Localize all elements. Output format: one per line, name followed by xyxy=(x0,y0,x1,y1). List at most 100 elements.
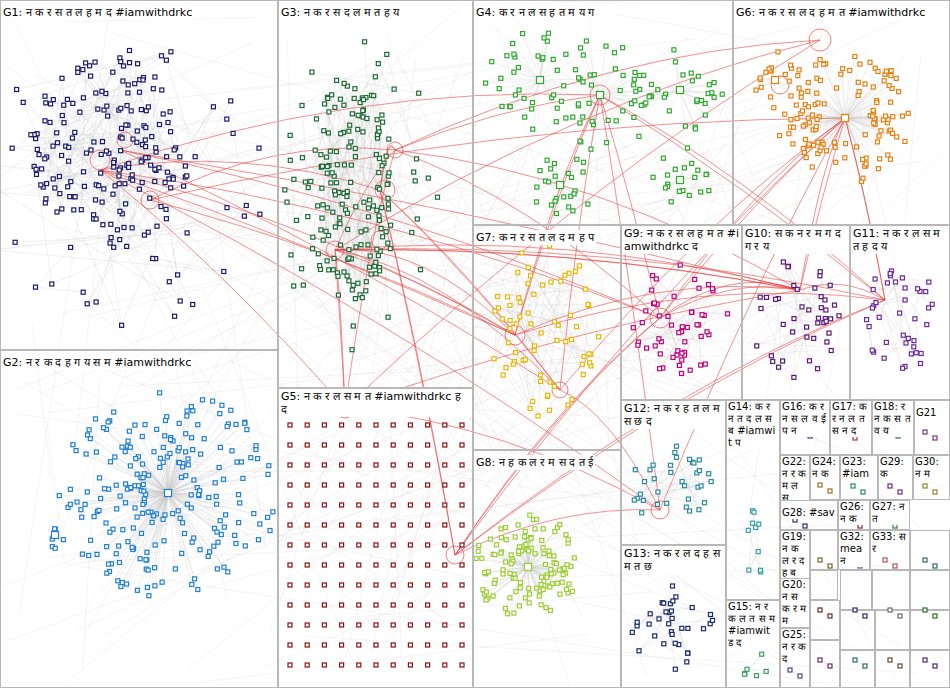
vertex xyxy=(128,49,132,53)
graph-edge xyxy=(335,250,515,335)
vertex xyxy=(359,230,363,234)
graph-edge xyxy=(312,72,419,93)
graph-edge xyxy=(510,80,540,107)
graph-edge xyxy=(614,14,836,55)
vertex xyxy=(342,270,346,274)
vertex xyxy=(37,153,41,157)
graph-edge xyxy=(352,206,373,350)
graph-edge xyxy=(380,190,455,555)
vertex xyxy=(384,230,388,234)
graph-edge xyxy=(395,150,800,290)
vertex xyxy=(165,155,169,159)
graph-edge xyxy=(62,116,132,175)
graph-edge xyxy=(89,493,168,555)
vertex xyxy=(364,289,368,293)
vertex xyxy=(133,82,137,86)
graph-edge xyxy=(639,624,669,651)
vertex xyxy=(345,211,349,215)
graph-edge xyxy=(528,532,555,567)
graph-edge xyxy=(0,162,141,192)
graph-edge xyxy=(845,78,896,118)
graph-edge xyxy=(168,426,227,493)
vertex xyxy=(122,64,126,68)
graph-edge xyxy=(600,76,640,95)
vertex xyxy=(51,177,55,181)
vertex xyxy=(43,119,47,123)
graph-edge xyxy=(2,267,831,587)
graph-edge xyxy=(597,105,746,533)
graph-edge xyxy=(168,440,171,493)
graph-edge xyxy=(845,118,866,158)
graph-edge xyxy=(153,89,155,259)
graph-edge xyxy=(637,498,689,511)
graph-edge xyxy=(455,318,660,555)
graph-edge xyxy=(68,355,839,668)
graph-edge xyxy=(710,151,806,430)
vertex xyxy=(79,208,83,212)
vertex xyxy=(185,231,189,235)
graph-edge xyxy=(378,64,428,179)
graph-edge xyxy=(498,296,535,345)
graph-edge xyxy=(168,493,195,579)
graph-edge xyxy=(345,408,660,510)
graph-edge xyxy=(125,349,857,386)
graph-edge xyxy=(528,567,566,589)
vertex xyxy=(57,175,61,179)
graph-edge xyxy=(302,158,428,178)
graph-edge xyxy=(68,493,168,507)
graph-edge xyxy=(364,15,824,622)
graph-edge xyxy=(344,83,355,156)
vertex xyxy=(117,182,121,186)
graph-edge xyxy=(96,93,146,128)
graph-edge xyxy=(168,447,220,493)
vertex xyxy=(332,256,336,260)
graph-edge xyxy=(540,80,573,117)
vertex xyxy=(104,149,108,153)
self-loop xyxy=(90,150,110,170)
graph-edge xyxy=(561,26,800,86)
vertex xyxy=(211,105,215,109)
vertex xyxy=(320,186,324,190)
vertex xyxy=(69,180,73,184)
graph-edge xyxy=(56,148,459,522)
graph-edge xyxy=(66,116,108,146)
vertex xyxy=(347,145,351,149)
graph-edge xyxy=(0,238,111,250)
graph-edge xyxy=(287,40,298,420)
graph-edge xyxy=(372,95,481,652)
graph-edge xyxy=(776,299,783,361)
graph-edge xyxy=(638,342,690,370)
graph-edge xyxy=(647,291,713,348)
graph-edge xyxy=(660,118,845,510)
graph-edge xyxy=(328,133,375,262)
vertex xyxy=(93,60,97,64)
graph-edge xyxy=(395,40,820,150)
vertex xyxy=(329,181,333,185)
vertex xyxy=(49,102,53,106)
graph-edge xyxy=(168,493,228,572)
vertex xyxy=(160,88,164,92)
graph-edge xyxy=(793,118,845,144)
graph-edge xyxy=(673,601,687,662)
vertex xyxy=(353,155,357,159)
graph-edge xyxy=(113,72,187,176)
graph-edge xyxy=(75,101,231,197)
vertex xyxy=(106,114,110,118)
graph-edge xyxy=(173,7,460,249)
vertex xyxy=(384,154,388,158)
graph-edge xyxy=(455,318,660,555)
graph-edge xyxy=(525,80,540,117)
graph-edge xyxy=(328,133,352,290)
vertex xyxy=(150,135,154,139)
graph-edge xyxy=(146,493,168,560)
graph-edge xyxy=(178,205,247,274)
graph-edge xyxy=(168,458,251,493)
vertex xyxy=(327,234,331,238)
vertex xyxy=(354,245,358,249)
vertex xyxy=(35,147,39,151)
graph-edge xyxy=(311,181,376,273)
graph-edge xyxy=(65,564,824,684)
graph-edge xyxy=(513,357,584,365)
vertex xyxy=(123,182,127,186)
graph-edge xyxy=(113,194,122,214)
